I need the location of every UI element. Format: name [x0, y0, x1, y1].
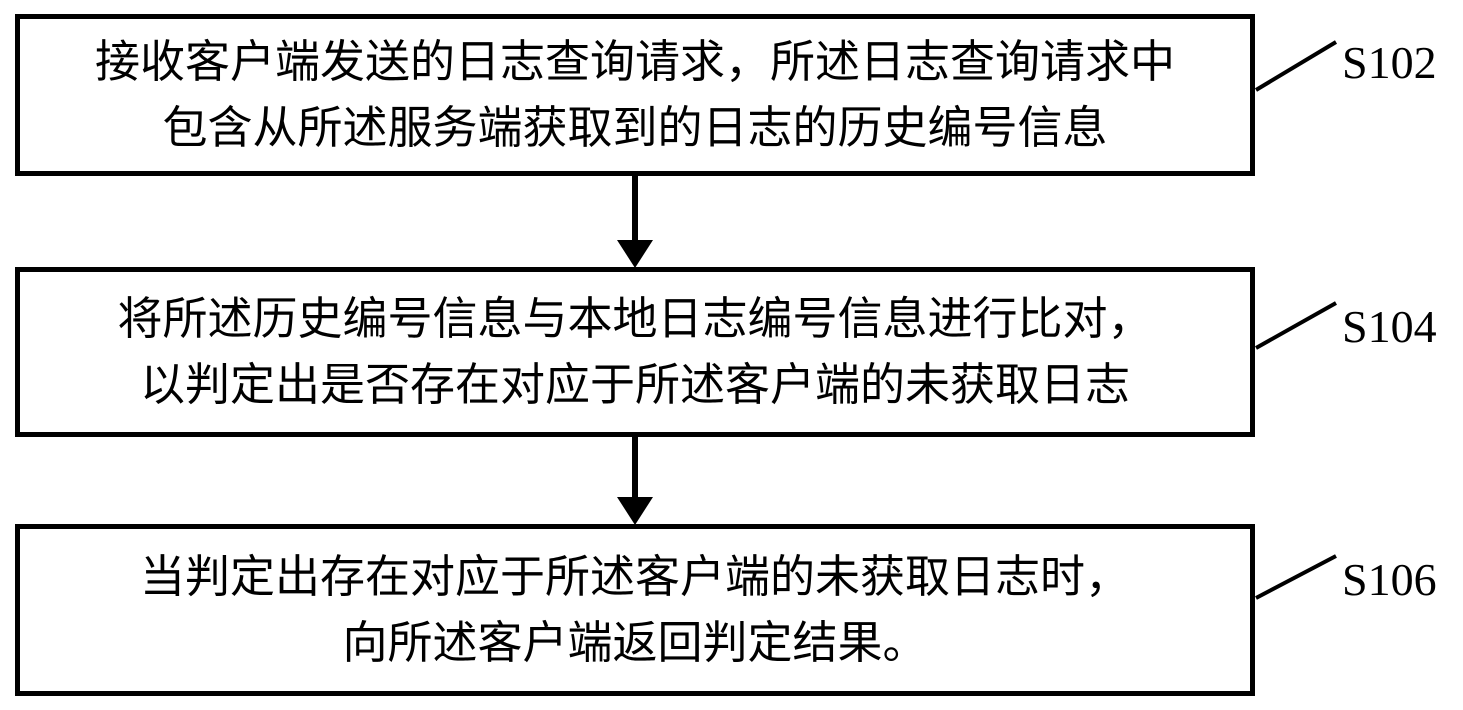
step-s106-text-line1: 当判定出存在对应于所述客户端的未获取日志时， [139, 552, 1130, 602]
leader-line-s102 [1254, 40, 1338, 92]
arrow-step2-to-step3 [617, 437, 653, 525]
step-s104-text-line1: 将所述历史编号信息与本地日志编号信息进行比对， [117, 294, 1153, 344]
step-s102-text-line2: 包含从所述服务端获取到的日志的历史编号信息 [162, 103, 1108, 153]
leader-line-s106 [1255, 554, 1337, 600]
step-box-s106: 当判定出存在对应于所述客户端的未获取日志时， 向所述客户端返回判定结果。 [15, 524, 1255, 696]
step-s102-text-line1: 接收客户端发送的日志查询请求，所述日志查询请求中 [94, 37, 1175, 87]
step-label-s106: S106 [1342, 554, 1437, 605]
step-box-s104: 将所述历史编号信息与本地日志编号信息进行比对， 以判定出是否存在对应于所述客户端… [15, 267, 1255, 437]
step-box-s102: 接收客户端发送的日志查询请求，所述日志查询请求中 包含从所述服务端获取到的日志的… [15, 14, 1255, 176]
step-s104-text-line2: 以判定出是否存在对应于所述客户端的未获取日志 [139, 360, 1130, 410]
step-s106-text-line2: 向所述客户端返回判定结果。 [342, 618, 928, 668]
step-label-s104: S104 [1342, 301, 1437, 352]
leader-line-s104 [1255, 301, 1337, 350]
arrow-step1-to-step2 [617, 176, 653, 268]
step-label-s102: S102 [1342, 37, 1437, 88]
